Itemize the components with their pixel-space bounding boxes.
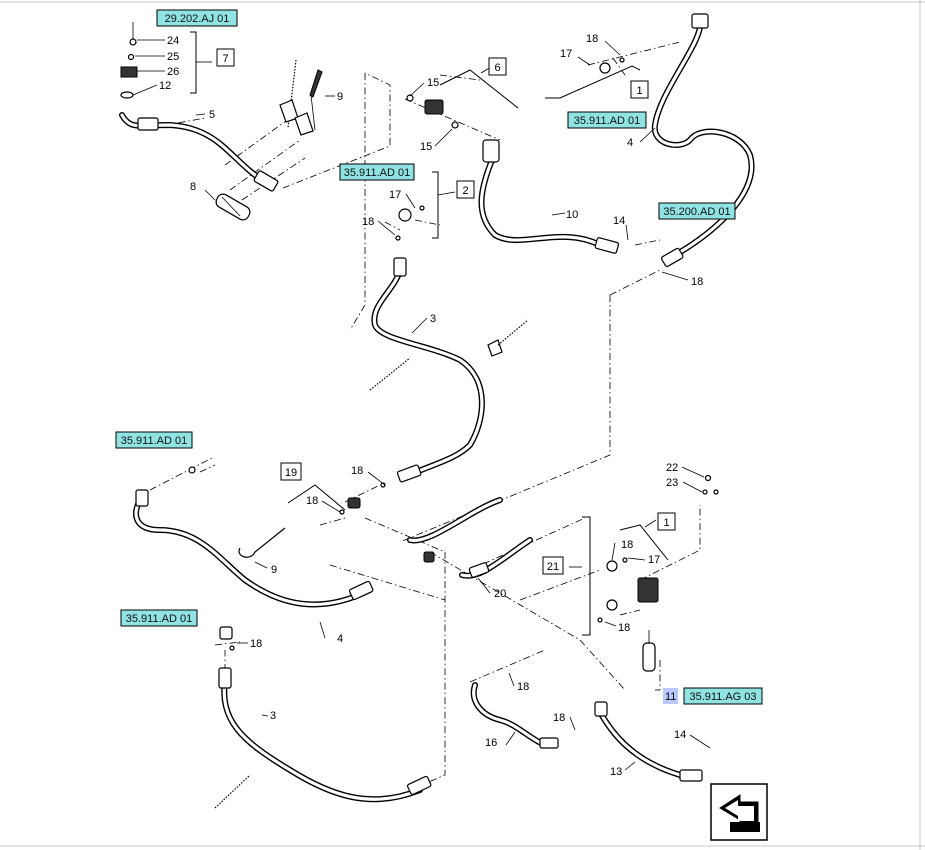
group-box-19: 19 (280, 462, 302, 481)
hose-13 (594, 701, 703, 782)
group-box-1-right: 1 (657, 512, 676, 531)
callout-24: 24 (167, 35, 179, 47)
svg-text:35.200.AD 01: 35.200.AD 01 (663, 206, 730, 218)
callout-25: 25 (167, 51, 179, 63)
previous-page-arrow-icon[interactable] (710, 783, 768, 841)
hose-3-low (218, 667, 432, 803)
ref-box-top-right[interactable]: 35.911.AD 01 (567, 111, 647, 129)
callout-17-mid: 17 (389, 189, 401, 201)
ref-box-top-left[interactable]: 29.202.AJ 01 (156, 9, 238, 27)
callout-12: 12 (159, 80, 171, 92)
svg-text:35.911.AD 01: 35.911.AD 01 (344, 167, 410, 179)
ref-box-mid-right[interactable]: 35.200.AD 01 (658, 202, 736, 220)
callout-9-left: 9 (271, 564, 277, 576)
svg-text:21: 21 (547, 561, 559, 573)
callout-14-13: 14 (674, 729, 686, 741)
callout-18-lower: 18 (250, 638, 262, 650)
callouts: 24 25 26 12 5 8 9 15 15 17 18 4 17 18 10… (159, 33, 703, 778)
ref-box-bottom-right[interactable]: 35.911.AG 03 (683, 687, 763, 705)
callout-4-left: 4 (337, 633, 343, 645)
fittings-17-18-top (599, 57, 625, 74)
highlight-11 (663, 688, 678, 704)
callout-4-top: 4 (627, 137, 633, 149)
callout-18-19b: 18 (306, 495, 318, 507)
callout-18-21a: 18 (621, 539, 633, 551)
callout-18-right: 18 (691, 276, 703, 288)
callout-9-top: 9 (337, 91, 343, 103)
valve-block-21 (597, 557, 659, 623)
group-box-6: 6 (488, 57, 507, 76)
ref-box-lower-left[interactable]: 35.911.AD 01 (120, 609, 198, 627)
fitting-stack-24-25-26-12 (120, 22, 138, 99)
svg-text:1: 1 (663, 517, 669, 529)
valve-15 (406, 94, 459, 129)
clamp-mid (369, 319, 529, 391)
callout-15-bottom: 15 (420, 141, 432, 153)
callout-5: 5 (209, 109, 215, 121)
sleeve-8 (215, 193, 251, 221)
svg-text:35.911.AD 01: 35.911.AD 01 (126, 613, 192, 625)
svg-text:35.911.AD 01: 35.911.AD 01 (121, 435, 187, 447)
hose-10 (478, 139, 620, 254)
bolts-22-23 (702, 474, 719, 495)
clamp-9-left (238, 527, 286, 558)
callout-3-low: 3 (270, 710, 276, 722)
callout-18-19a: 18 (351, 465, 363, 477)
callout-13: 13 (610, 766, 622, 778)
callout-18-21b: 18 (618, 622, 630, 634)
hose-20 (459, 537, 533, 579)
hose-16 (470, 682, 559, 749)
label-11: 11 (665, 691, 676, 703)
callout-20: 20 (494, 588, 506, 600)
svg-text:29.202.AJ 01: 29.202.AJ 01 (165, 13, 230, 25)
svg-text:35.911.AG 03: 35.911.AG 03 (689, 691, 756, 703)
tee-fitting (423, 551, 435, 563)
ref-box-mid-left[interactable]: 35.911.AD 01 (339, 163, 415, 181)
group-19-parts (339, 482, 386, 515)
group-box-1-top: 1 (630, 80, 649, 99)
group-box-21: 21 (542, 556, 564, 575)
callout-3-mid: 3 (430, 313, 436, 325)
hose-3-mid (371, 257, 485, 483)
svg-text:1: 1 (636, 85, 642, 97)
callout-26: 26 (167, 66, 179, 78)
callout-22: 22 (666, 462, 678, 474)
callout-18-16b: 18 (553, 712, 565, 724)
sensor-11 (642, 630, 656, 672)
ref-box-left[interactable]: 35.911.AD 01 (115, 431, 193, 449)
callout-18-top: 18 (586, 33, 598, 45)
svg-text:35.911.AD 01: 35.911.AD 01 (574, 115, 640, 127)
group-box-7: 7 (216, 48, 235, 67)
leader-lines (132, 39, 711, 771)
callout-18-16: 18 (517, 681, 529, 693)
svg-text:6: 6 (494, 62, 500, 74)
callout-17-21: 17 (648, 554, 660, 566)
callout-16: 16 (485, 737, 497, 749)
svg-text:19: 19 (285, 467, 297, 479)
svg-text:7: 7 (222, 53, 228, 65)
svg-text:2: 2 (462, 185, 468, 197)
callout-18-mid: 18 (362, 216, 374, 228)
callout-14-mid: 14 (613, 215, 625, 227)
hose-4-left (133, 489, 374, 608)
clamps-9-top (279, 59, 323, 136)
callout-17-top: 17 (560, 48, 572, 60)
fittings-17-18-mid (395, 205, 425, 241)
callout-10: 10 (566, 209, 578, 221)
fittings-lower-left (188, 466, 251, 809)
hose-4-top (651, 13, 755, 268)
group-brackets (190, 31, 669, 636)
callout-8: 8 (190, 181, 196, 193)
callout-15-top: 15 (427, 77, 439, 89)
callout-23: 23 (666, 477, 678, 489)
hose-crossover (407, 497, 503, 544)
hose-5 (119, 112, 279, 192)
group-box-2: 2 (456, 180, 475, 199)
